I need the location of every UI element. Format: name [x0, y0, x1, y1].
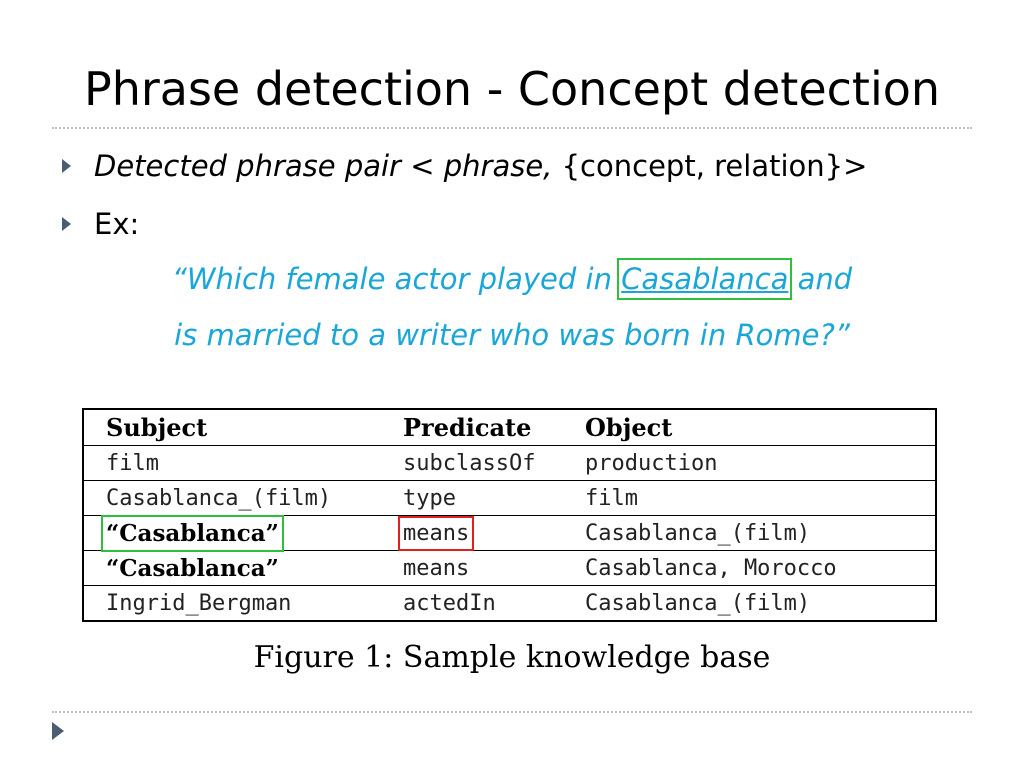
cell-predicate: actedIn	[381, 585, 563, 621]
cell-subject: film	[83, 445, 381, 481]
knowledge-base-table: Subject Predicate Object film subclassOf…	[82, 408, 937, 622]
header-object: Object	[563, 408, 936, 446]
cell-predicate: means	[381, 515, 563, 551]
header-subject: Subject	[83, 408, 381, 446]
cell-object: film	[563, 480, 936, 516]
footer-divider	[52, 711, 972, 713]
table-row: Ingrid_Bergman actedIn Casablanca_(film)	[83, 585, 936, 621]
cell-subject: “Casablanca”	[83, 550, 381, 586]
bullet-arrow-icon	[62, 159, 71, 173]
cell-predicate: type	[381, 480, 563, 516]
cell-subject: Ingrid_Bergman	[83, 585, 381, 621]
table-row: “Casablanca” means Casablanca, Morocco	[83, 550, 936, 586]
slide-title: Phrase detection - Concept detection	[83, 62, 941, 116]
table-header-row: Subject Predicate Object	[83, 408, 936, 446]
bullet-italic-text: Detected phrase pair	[94, 149, 411, 183]
cell-object: Casablanca_(film)	[563, 585, 936, 621]
bullet-bracket-text: <	[410, 149, 444, 183]
cell-subject: “Casablanca”	[83, 514, 381, 552]
red-highlight-box: means	[397, 515, 475, 551]
cell-object: Casablanca_(film)	[563, 515, 936, 551]
cell-subject: Casablanca_(film)	[83, 480, 381, 516]
cell-object: production	[563, 445, 936, 481]
table-row: Casablanca_(film) type film	[83, 480, 936, 516]
title-divider	[52, 127, 972, 129]
bullet-text: Detected phrase pair < phrase, {concept,…	[94, 148, 867, 184]
example-quote-line-1: “Which female actor played in Casablanca…	[0, 258, 1024, 300]
green-highlight-box: “Casablanca”	[101, 514, 284, 552]
bullet-rest-text: {concept, relation}>	[552, 149, 868, 183]
bullet-phrase-text: phrase,	[443, 149, 553, 183]
cell-predicate: means	[381, 550, 563, 586]
table-row: “Casablanca” means Casablanca_(film)	[83, 514, 936, 552]
cell-object: Casablanca, Morocco	[563, 550, 936, 586]
bullet-arrow-icon	[62, 217, 71, 231]
bullet-text: Ex:	[94, 207, 140, 241]
quote-post: and	[788, 262, 853, 296]
table-row: film subclassOf production	[83, 445, 936, 481]
cell-predicate: subclassOf	[381, 445, 563, 481]
figure-caption: Figure 1: Sample knowledge base	[253, 640, 771, 675]
example-quote-line-2: is married to a writer who was born in R…	[174, 318, 850, 352]
highlighted-phrase: Casablanca	[617, 258, 793, 300]
header-predicate: Predicate	[381, 408, 563, 446]
quote-pre: “Which female actor played in	[171, 262, 622, 296]
next-slide-arrow-icon[interactable]	[52, 722, 64, 740]
